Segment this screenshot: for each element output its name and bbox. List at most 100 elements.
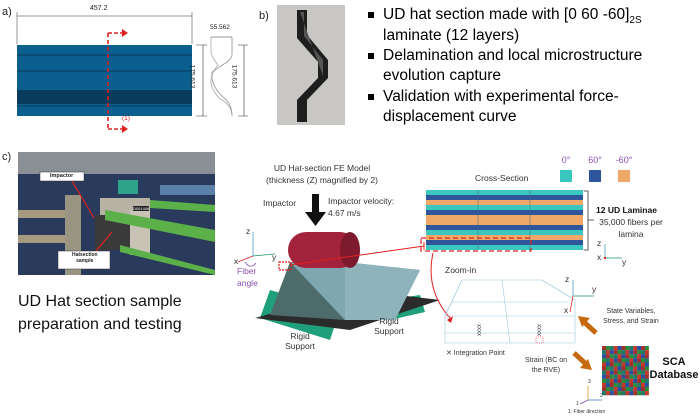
bullet-1-line-2: laminate (12 layers) (383, 27, 520, 44)
rve-cell (625, 382, 630, 388)
strain-line-2: the RVE) (531, 367, 561, 374)
rve-cell (644, 350, 649, 355)
rve-cell (609, 391, 614, 396)
sample-callout-line-2: sample (76, 258, 94, 264)
width-dimension: 457.2 (90, 5, 108, 12)
rve-cell (625, 362, 630, 367)
sca-rve-image (602, 346, 649, 396)
rve-cell (602, 374, 606, 379)
rve-cell (641, 378, 645, 383)
rve-cell (641, 387, 645, 392)
legend-swatch (618, 170, 630, 182)
rve-cell (644, 358, 649, 363)
rve-cell (602, 366, 606, 371)
rve-cell (613, 358, 618, 363)
rve-cell (625, 354, 630, 359)
fibers-per-lamina-1: 35,000 fibers per (599, 217, 663, 227)
rve-cell (609, 358, 614, 363)
svg-text:xxxx: xxxx (477, 324, 483, 336)
rve-cell (644, 391, 649, 396)
sca-line-2: Database (649, 369, 699, 381)
rve-cell (609, 346, 614, 351)
rve-cell (617, 354, 622, 359)
rve-cell (625, 374, 630, 379)
impactor-callout: Impactor (50, 173, 74, 179)
rve-cell (617, 346, 622, 351)
rve-cell (605, 350, 610, 355)
rve-cell (621, 382, 626, 388)
rve-cell (613, 354, 618, 359)
rve-cell (609, 370, 614, 375)
rve-cell (609, 378, 614, 383)
rve-cell (629, 374, 634, 379)
machine-tag: D001446 (133, 206, 150, 211)
section-mark: (1) (122, 115, 130, 122)
left-support-line-1: Rigid (290, 331, 310, 341)
legend-label: 60° (588, 155, 602, 165)
fe-axis-y: y (272, 252, 277, 262)
panel-label-b: b) (259, 10, 269, 22)
rve-cell (625, 387, 630, 392)
bullet-1-line-1: UD hat section made with [0 60 -60]2S (383, 6, 642, 26)
rve-cell (617, 374, 622, 379)
rve-cell (605, 358, 610, 363)
rve-cell (644, 374, 649, 379)
axis-2: 2 (600, 393, 603, 399)
rve-cell (605, 354, 610, 359)
axis-1: 1 (576, 401, 579, 407)
svg-text:xxxx: xxxx (537, 324, 543, 336)
ply-layer (426, 215, 583, 220)
ply-layer (426, 225, 583, 230)
axis-3: 3 (588, 379, 591, 385)
rve-cell (602, 354, 606, 359)
rve-cell (609, 366, 614, 371)
rve-cell (633, 358, 638, 363)
rve-cell (617, 378, 622, 383)
sca-line-1: SCA (662, 356, 686, 368)
rve-cell (629, 378, 634, 383)
rve-cell (605, 374, 610, 379)
rve-cell (633, 346, 638, 351)
rve-cell (644, 382, 649, 388)
rve-cell (637, 350, 642, 355)
rve-cell (644, 387, 649, 392)
rve-cell (633, 350, 638, 355)
fe-title-1: UD Hat-section FE Model (273, 163, 371, 173)
rve-cell (629, 362, 634, 367)
material-axes (579, 386, 602, 405)
rve-cell (613, 387, 618, 392)
rve-cell (613, 346, 618, 351)
rve-cell (617, 350, 622, 355)
rve-cell (629, 366, 634, 371)
bullet-marker (368, 53, 374, 59)
height-dimension: 175.613 (188, 64, 196, 89)
rve-cell (609, 382, 614, 388)
rve-cell (633, 391, 638, 396)
rve-cell (637, 366, 642, 371)
bullet-3-line-1: Validation with experimental force- (383, 88, 619, 105)
rve-cell (625, 350, 630, 355)
rve-cell (602, 387, 606, 392)
rve-cell (609, 374, 614, 379)
rve-cell (637, 387, 642, 392)
rve-cell (617, 358, 622, 363)
rve-cell (637, 358, 642, 363)
zoom-in-axes: xxxx xxxx (477, 280, 594, 344)
rve-cell (625, 346, 630, 351)
fe-title-2: (thickness (Z) magnified by 2) (266, 175, 378, 185)
rve-cell (641, 382, 645, 388)
rve-cell (633, 374, 638, 379)
rve-cell (613, 391, 618, 396)
cs-axis-y: y (622, 257, 627, 267)
rve-cell (633, 378, 638, 383)
panel-label-a: a) (2, 6, 12, 18)
legend-label: 0° (561, 155, 571, 165)
rve-cell (644, 362, 649, 367)
rve-cell (629, 346, 634, 351)
rve-cell (602, 362, 606, 367)
